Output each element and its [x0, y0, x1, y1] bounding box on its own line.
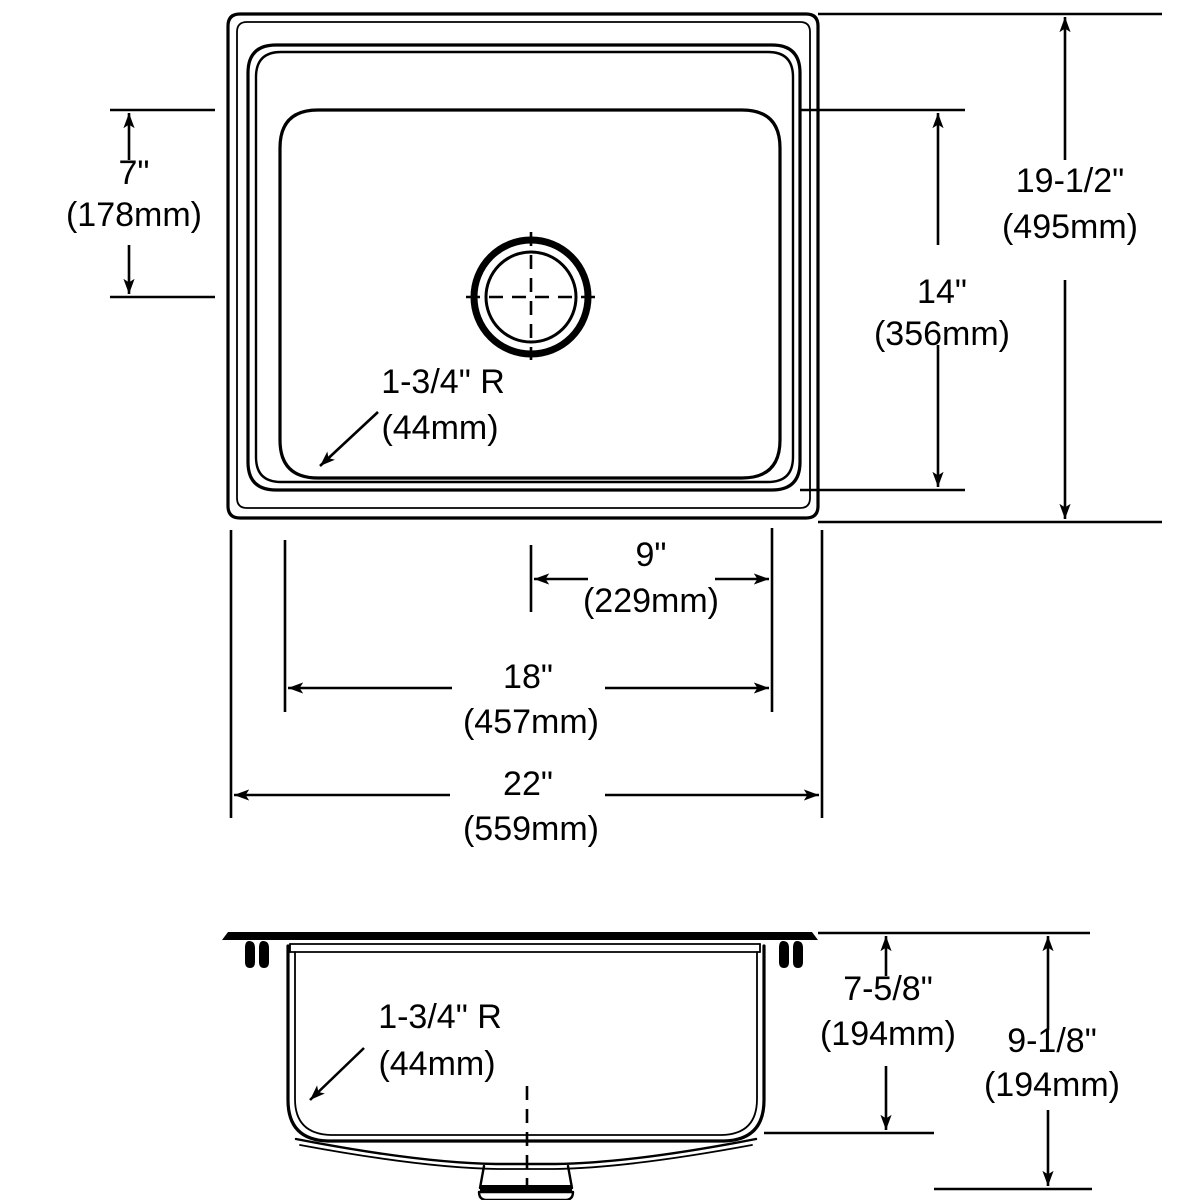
mounting-clip-right-b [793, 941, 803, 968]
leader-line-corner-radius-section [309, 1047, 365, 1101]
dim-label-9in-metric-value: (229mm) [583, 582, 719, 620]
top-view: 7" (178mm) 14" (356mm) 19-1/2" (495mm) 1… [66, 12, 1162, 848]
dim-label-radius-top-metric: (44mm) [381, 409, 498, 447]
sink-bowl-lip-outer [246, 43, 802, 492]
drain-opening-outer-ring [470, 236, 592, 358]
drain-stub-lip [477, 1190, 575, 1200]
dim-label-7in-metric: (178mm) [66, 196, 202, 234]
dim-label-radius-section-metric: (44mm) [378, 1045, 495, 1083]
leader-line-corner-radius-top [319, 411, 379, 467]
section-rim-deck [222, 932, 818, 940]
dim-label-9-1-8-imperial: 9-1/8" [1007, 1022, 1097, 1060]
dim-label-radius-section-imperial: 1-3/4" R [378, 998, 502, 1036]
dim-label-18in-imperial: 18" [503, 658, 553, 696]
dim-label-9-1-8-metric: (194mm) [984, 1066, 1120, 1104]
dim-label-9in-imperial: 9" [636, 536, 667, 574]
dim-label-14in-metric: (356mm) [874, 315, 1010, 353]
sink-bowl-lip-inner [254, 50, 795, 484]
sink-rim-inner-edge [236, 21, 811, 509]
dim-label-22in-imperial: 22" [503, 765, 553, 803]
sink-outer-rim [226, 12, 820, 520]
sink-bowl-floor [278, 108, 782, 480]
dim-label-7in-imperial: 7" [119, 154, 150, 192]
dim-label-7-5-8-imperial: 7-5/8" [843, 970, 933, 1008]
dim-label-7-5-8-metric: (194mm) [820, 1015, 956, 1053]
mounting-clip-left-b [259, 941, 269, 968]
dim-label-14in-imperial: 14" [917, 273, 967, 311]
mounting-clip-right-a [779, 941, 789, 968]
dim-label-19half-metric: (495mm) [1002, 208, 1138, 246]
dim-label-19half-imperial: 19-1/2" [1016, 162, 1124, 200]
dim-label-22in-metric: (559mm) [463, 810, 599, 848]
mounting-clip-left-a [245, 941, 255, 968]
section-bowl-inner-line [294, 951, 758, 1136]
section-view: 7-5/8" (194mm) 9-1/8" (194mm) 1-3/4" R (… [222, 931, 1120, 1200]
drain-opening-inner-ring [484, 250, 578, 344]
dim-label-18in-metric: (457mm) [463, 703, 599, 741]
dim-label-radius-top-imperial: 1-3/4" R [381, 363, 505, 401]
